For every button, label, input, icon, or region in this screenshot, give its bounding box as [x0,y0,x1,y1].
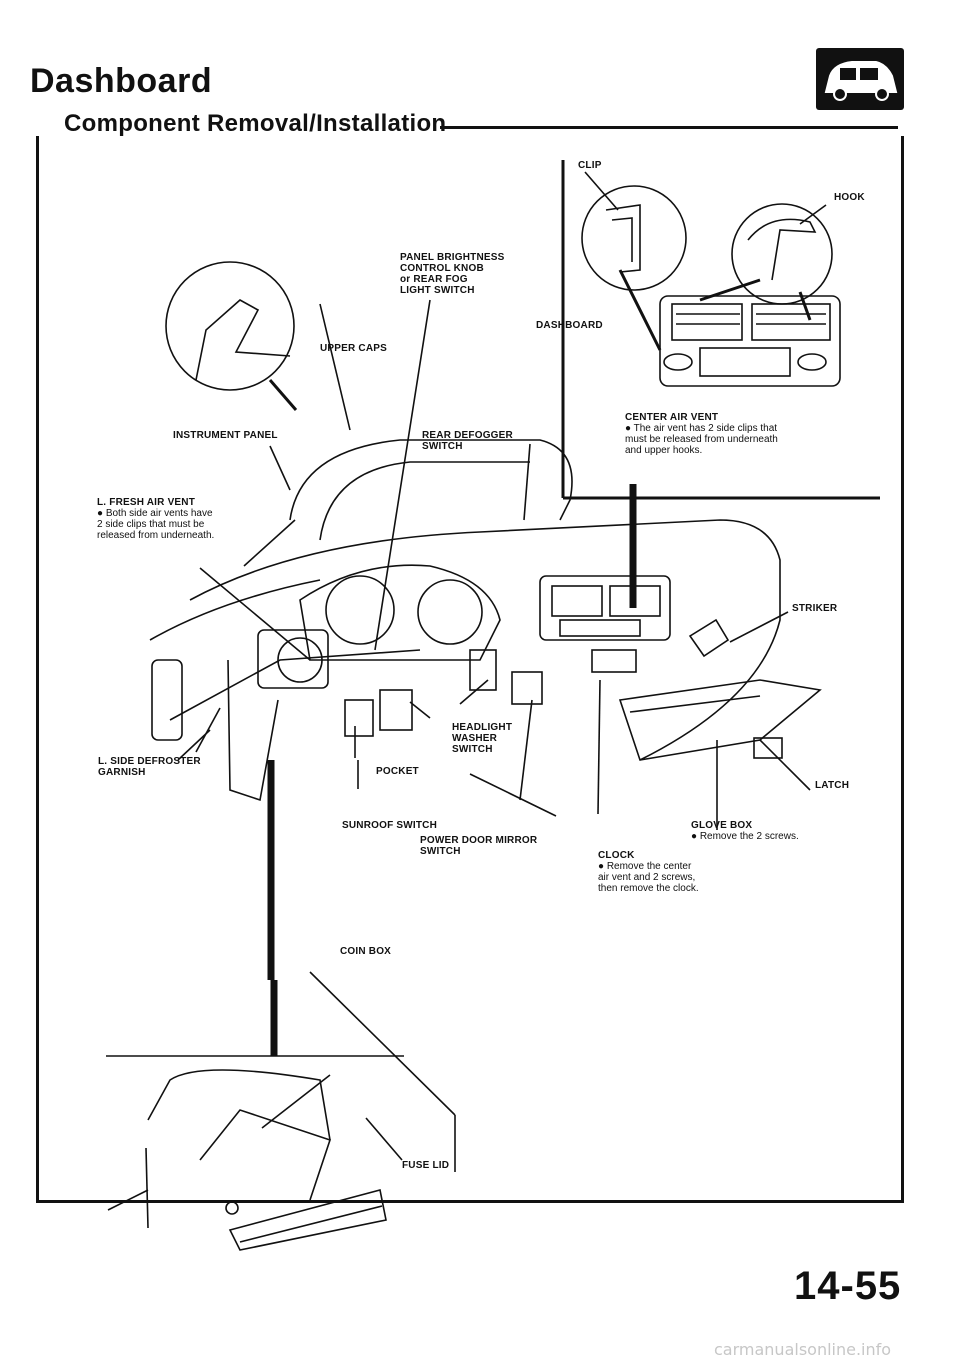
label-instrument-panel: INSTRUMENT PANEL [173,430,278,441]
label-coin-box: COIN BOX [340,946,392,957]
section-subtitle: Component Removal/Installation [64,110,447,137]
label-striker: STRIKER [792,603,838,614]
car-icon [816,48,904,110]
header-rule [440,126,898,129]
note-fresh-air-vent: ● Both side air vents have 2 side clips … [97,508,215,541]
label-fresh-air-vent: L. FRESH AIR VENT [97,497,196,508]
label-rear-defogger: REAR DEFOGGER SWITCH [422,430,513,452]
label-dashboard: DASHBOARD [536,320,603,331]
label-glove-box: GLOVE BOX [691,820,753,831]
page-number: 14-55 [794,1264,902,1308]
label-sunroof-switch: SUNROOF SWITCH [342,820,438,831]
label-side-defroster: L. SIDE DEFROSTER GARNISH [98,756,201,778]
label-latch: LATCH [815,780,850,791]
label-hook: HOOK [834,192,865,203]
label-pocket: POCKET [376,766,419,777]
note-glove-box: ● Remove the 2 screws. [691,831,799,842]
label-clock: CLOCK [598,850,635,861]
label-upper-caps: UPPER CAPS [320,343,388,354]
label-panel-brightness: PANEL BRIGHTNESS CONTROL KNOB or REAR FO… [400,252,505,296]
diagram-frame [36,136,904,1203]
note-clock: ● Remove the center air vent and 2 screw… [598,861,699,894]
label-center-air-vent: CENTER AIR VENT [625,412,719,423]
page-title: Dashboard [30,62,213,100]
label-clip: CLIP [578,160,602,171]
label-power-door-mirror: POWER DOOR MIRROR SWITCH [420,835,538,857]
label-headlight-washer: HEADLIGHT WASHER SWITCH [452,722,513,755]
note-center-air-vent: ● The air vent has 2 side clips that mus… [625,423,778,456]
watermark: carmanualsonline.info [714,1340,892,1359]
label-fuse-lid: FUSE LID [402,1160,450,1171]
